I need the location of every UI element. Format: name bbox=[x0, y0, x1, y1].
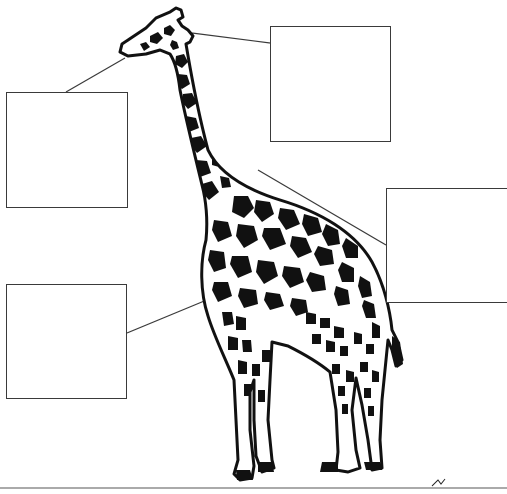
leader-line-head bbox=[66, 58, 125, 92]
label-box-head[interactable] bbox=[6, 92, 128, 208]
tail-tuft bbox=[392, 336, 403, 368]
signature-mark bbox=[432, 479, 445, 486]
hoof bbox=[236, 470, 253, 480]
label-box-body-text bbox=[7, 285, 126, 398]
hoof bbox=[364, 462, 382, 470]
label-box-head-text bbox=[7, 93, 127, 207]
label-box-ossicone[interactable] bbox=[270, 26, 391, 142]
label-box-mane[interactable] bbox=[386, 188, 507, 303]
label-box-ossicone-text bbox=[271, 27, 390, 141]
label-box-body[interactable] bbox=[6, 284, 127, 399]
hoof bbox=[258, 462, 274, 472]
leader-line-ossicone bbox=[192, 33, 270, 43]
hoof bbox=[320, 462, 338, 472]
label-box-mane-text bbox=[387, 189, 507, 302]
